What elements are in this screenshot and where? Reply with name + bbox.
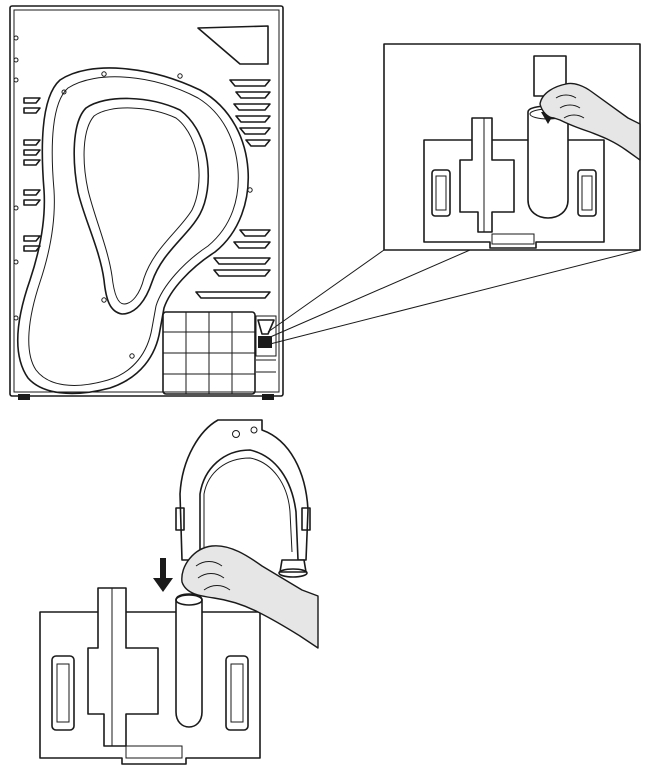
filter-grid (162, 311, 256, 395)
mounting-plate-notch (125, 745, 183, 759)
duct-inner-path (73, 97, 209, 315)
left-edge-screws (13, 35, 19, 321)
mounting-plate-side-clips (51, 655, 249, 731)
mounting-bracket (87, 587, 159, 747)
duct-inner-inner-line (83, 107, 200, 305)
holder-tab-left (175, 507, 185, 531)
right-vent-slots (195, 79, 271, 299)
dryer-cabinet-inner-edge (13, 9, 280, 393)
dryer-foot-right (262, 394, 274, 400)
inset-side-clips (431, 169, 597, 217)
dryer-foot-left (18, 394, 30, 400)
dryer-rear-view (9, 5, 284, 400)
hose-connection-spot (255, 315, 277, 373)
gloved-hand-icon (181, 545, 319, 649)
inset-bracket (459, 117, 515, 233)
left-vent-slots (23, 97, 41, 252)
callout-lines (267, 249, 641, 345)
inset-gloved-hand-icon (539, 82, 641, 161)
holder-tab-right (301, 507, 311, 531)
holder-screw-hole (250, 426, 258, 434)
dryer-cabinet (9, 5, 284, 397)
duct-outer-inner-line (28, 76, 239, 386)
holder-hook-hole (232, 430, 240, 438)
hose-attachment-step (39, 419, 319, 765)
duct-rivets (61, 71, 253, 359)
duct-outer-path (16, 67, 250, 395)
rating-plate (197, 25, 269, 65)
inset-plate-notch (491, 233, 535, 245)
down-arrow-icon (153, 558, 173, 592)
detail-inset (383, 43, 641, 251)
hose-holder-u-clip (179, 419, 309, 561)
drain-hose-end (175, 593, 203, 728)
